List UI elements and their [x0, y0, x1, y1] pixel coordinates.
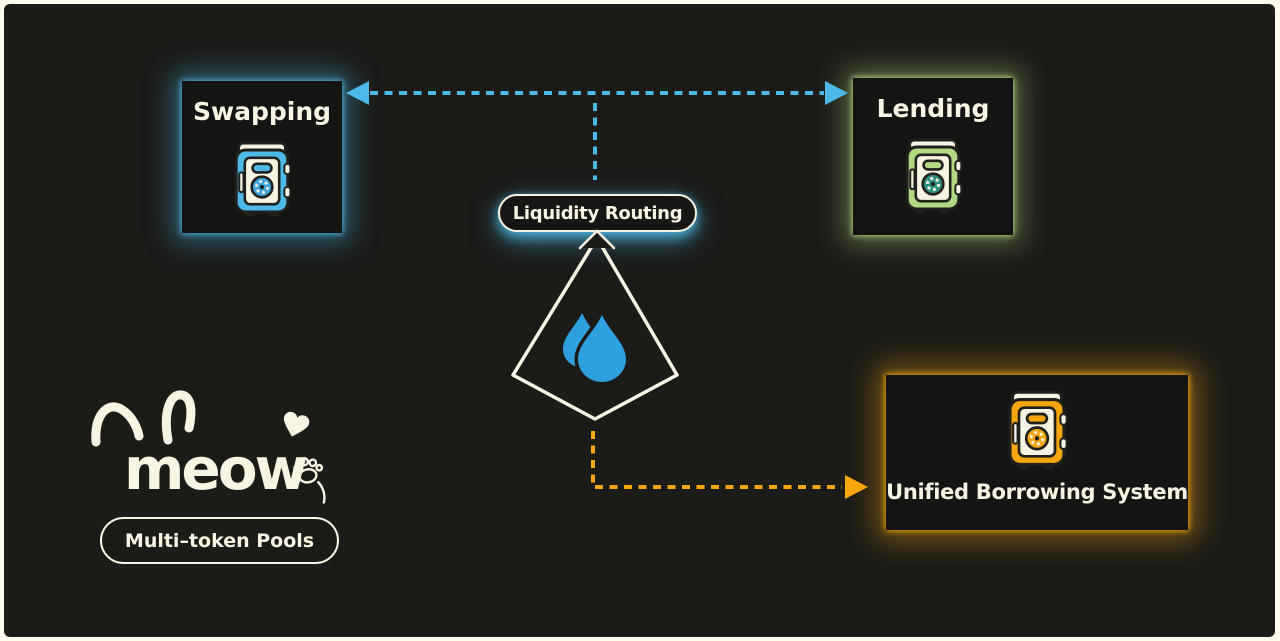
node-borrowing: Unified Borrowing System — [886, 375, 1188, 530]
safe-icon — [890, 135, 976, 221]
safe-icon — [219, 138, 305, 224]
cat-ears-icon — [91, 390, 196, 447]
brand-name: meow — [124, 435, 307, 503]
liquidity-routing-label: Liquidity Routing — [512, 202, 683, 224]
heart-icon — [283, 411, 310, 437]
borrowing-label: Unified Borrowing System — [886, 480, 1188, 504]
paw-icon — [293, 457, 326, 504]
liquidity-routing-bubble: Liquidity Routing — [498, 194, 697, 232]
node-lending: Lending — [853, 78, 1013, 235]
tagline-pill: Multi–token Pools — [100, 517, 339, 564]
tagline-label: Multi–token Pools — [124, 529, 315, 552]
swapping-label: Swapping — [192, 97, 332, 126]
node-swapping: Swapping — [182, 81, 342, 233]
lending-label: Lending — [876, 94, 990, 123]
safe-icon — [992, 387, 1082, 477]
brand-logo: meow — [91, 390, 326, 504]
